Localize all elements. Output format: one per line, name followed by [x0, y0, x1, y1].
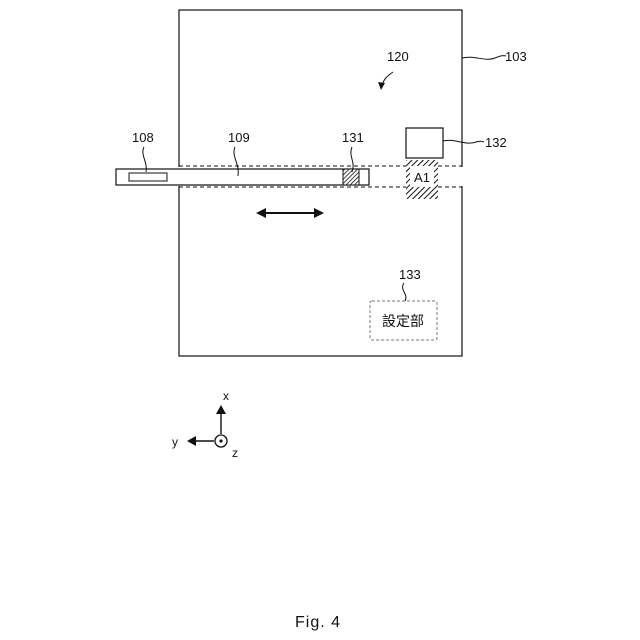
ref-131: 131 [342, 130, 364, 145]
ref-109: 109 [228, 130, 250, 145]
leader-132 [443, 140, 484, 143]
leader-108 [143, 147, 146, 172]
axis-x-label: x [223, 389, 229, 403]
figure-caption: Fig. 4 [295, 614, 341, 631]
area-label-a1: A1 [414, 170, 430, 185]
setting-unit-text: 設定部 [382, 314, 424, 330]
sensor-box [406, 128, 443, 158]
marker-block [343, 169, 359, 185]
leader-103 [462, 56, 506, 60]
leader-131 [351, 147, 353, 172]
axis-y-label: y [172, 435, 178, 449]
ref-133: 133 [399, 267, 421, 282]
ref-132: 132 [485, 135, 507, 150]
axis-z-label: z [232, 446, 238, 460]
ref-120: 120 [387, 49, 409, 64]
ref-108: 108 [132, 130, 154, 145]
leader-133 [403, 283, 406, 301]
handle-window [129, 173, 167, 181]
ref-103: 103 [505, 49, 527, 64]
